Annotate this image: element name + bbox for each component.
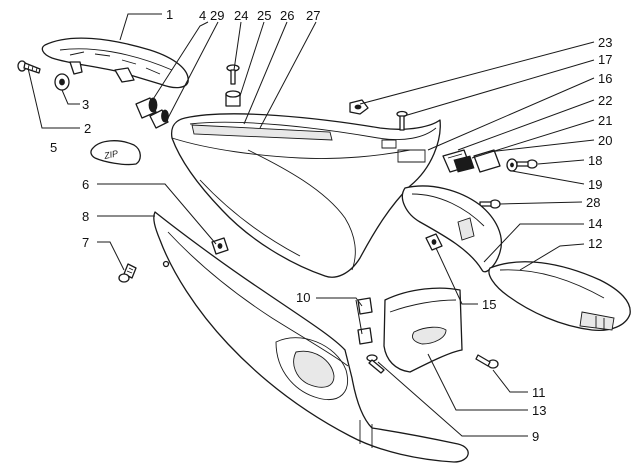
callout-12: 12 [588, 236, 602, 251]
callout-28: 28 [586, 195, 600, 210]
part-screw-18 [516, 159, 538, 169]
callout-27: 27 [306, 8, 320, 23]
part-screw-2 [17, 60, 41, 74]
callout-11: 11 [532, 385, 546, 400]
callout-16: 16 [598, 71, 612, 86]
part-screw-24 [226, 64, 240, 85]
part-zip-badge: ZIP [90, 140, 141, 166]
callout-17: 17 [598, 52, 612, 67]
callout-4: 4 [199, 8, 206, 23]
part-spacer-25 [225, 90, 241, 107]
callout-18: 18 [588, 153, 602, 168]
part-side-panel-8 [153, 211, 469, 463]
part-cover-plate-13 [383, 287, 463, 373]
part-under-tray-12 [488, 261, 631, 332]
part-screw-17 [396, 110, 408, 131]
callout-23: 23 [598, 35, 612, 50]
part-side-piece-14 [401, 185, 502, 273]
part-washer-19 [506, 158, 518, 172]
part-clip-21 [453, 155, 475, 173]
part-buffer-29 [149, 109, 169, 129]
callout-5: 5 [50, 140, 57, 155]
callout-3: 3 [82, 97, 89, 112]
callout-2: 2 [84, 121, 91, 136]
part-washer-3 [54, 73, 70, 91]
badge-text: ZIP [102, 148, 119, 161]
callout-22: 22 [598, 93, 612, 108]
callout-24: 24 [234, 8, 248, 23]
callout-1: 1 [166, 7, 173, 22]
callout-13: 13 [532, 403, 546, 418]
part-rear-body [170, 113, 441, 278]
callout-9: 9 [532, 429, 539, 444]
part-grab-handle [41, 37, 189, 89]
part-clip-10a [357, 297, 373, 315]
leader-lines [27, 13, 595, 437]
part-screw-9 [366, 354, 385, 374]
callout-8: 8 [82, 209, 89, 224]
part-clip-15 [425, 233, 443, 251]
callout-26: 26 [280, 8, 294, 23]
callout-labels: 1 2 3 4 5 6 7 8 9 10 11 12 13 14 15 16 1… [50, 7, 612, 444]
callout-25: 25 [257, 8, 271, 23]
callout-29: 29 [210, 8, 224, 23]
part-clip-10b [357, 327, 373, 345]
callout-19: 19 [588, 177, 602, 192]
callout-7: 7 [82, 235, 89, 250]
part-screw-7 [118, 263, 137, 283]
part-screw-11 [475, 354, 499, 369]
part-clip-6 [211, 237, 229, 255]
callout-20: 20 [598, 133, 612, 148]
callout-6: 6 [82, 177, 89, 192]
callout-15: 15 [482, 297, 496, 312]
callout-14: 14 [588, 216, 602, 231]
callout-10: 10 [296, 290, 310, 305]
callout-21: 21 [598, 113, 612, 128]
